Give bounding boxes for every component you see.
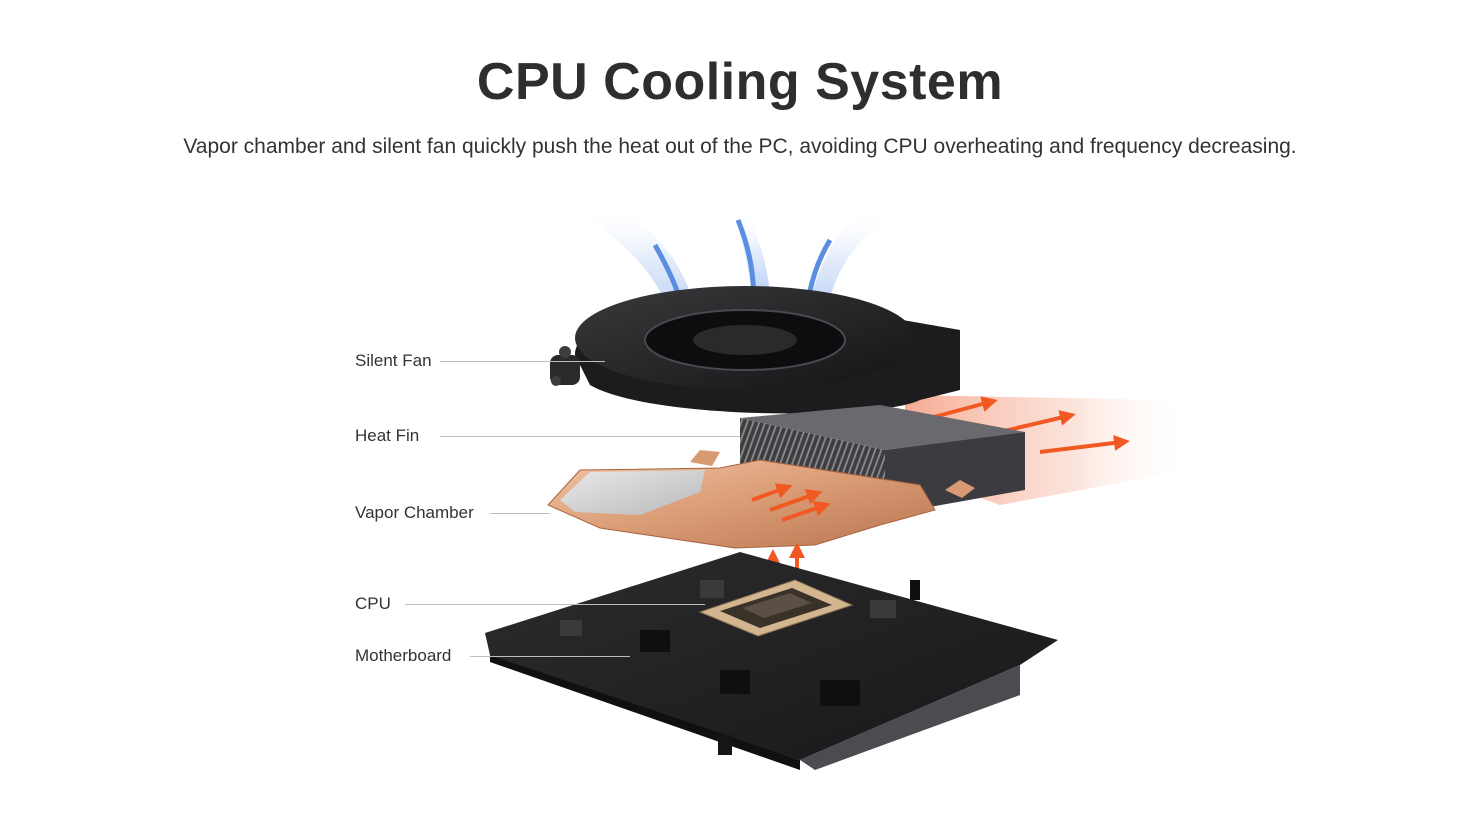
motherboard-illustration <box>485 552 1058 770</box>
page-title: CPU Cooling System <box>476 53 1004 111</box>
leader-line-cpu <box>405 604 705 605</box>
label-vapor-chamber: Vapor Chamber <box>355 503 474 522</box>
label-heat-fin: Heat Fin <box>355 426 420 445</box>
leader-line-silent-fan <box>440 361 605 362</box>
cpu-chip-illustration <box>698 579 854 637</box>
leader-line-vapor-chamber <box>490 513 550 514</box>
heat-arrow <box>929 396 998 420</box>
leader-line-heat-fin <box>440 436 740 437</box>
heat-arrow <box>751 483 793 502</box>
label-cpu: CPU <box>355 594 391 613</box>
page-subtitle: Vapor chamber and silent fan quickly pus… <box>183 135 1297 158</box>
heat-arrow <box>1039 435 1130 454</box>
vapor-chamber-illustration <box>547 450 975 549</box>
silent-fan-illustration <box>550 286 960 414</box>
label-motherboard: Motherboard <box>355 646 452 665</box>
heat-arrow <box>781 501 831 522</box>
heat-arrow <box>999 410 1076 434</box>
heat-arrow <box>769 489 823 512</box>
leader-line-motherboard <box>470 656 630 657</box>
label-silent-fan: Silent Fan <box>355 351 432 370</box>
